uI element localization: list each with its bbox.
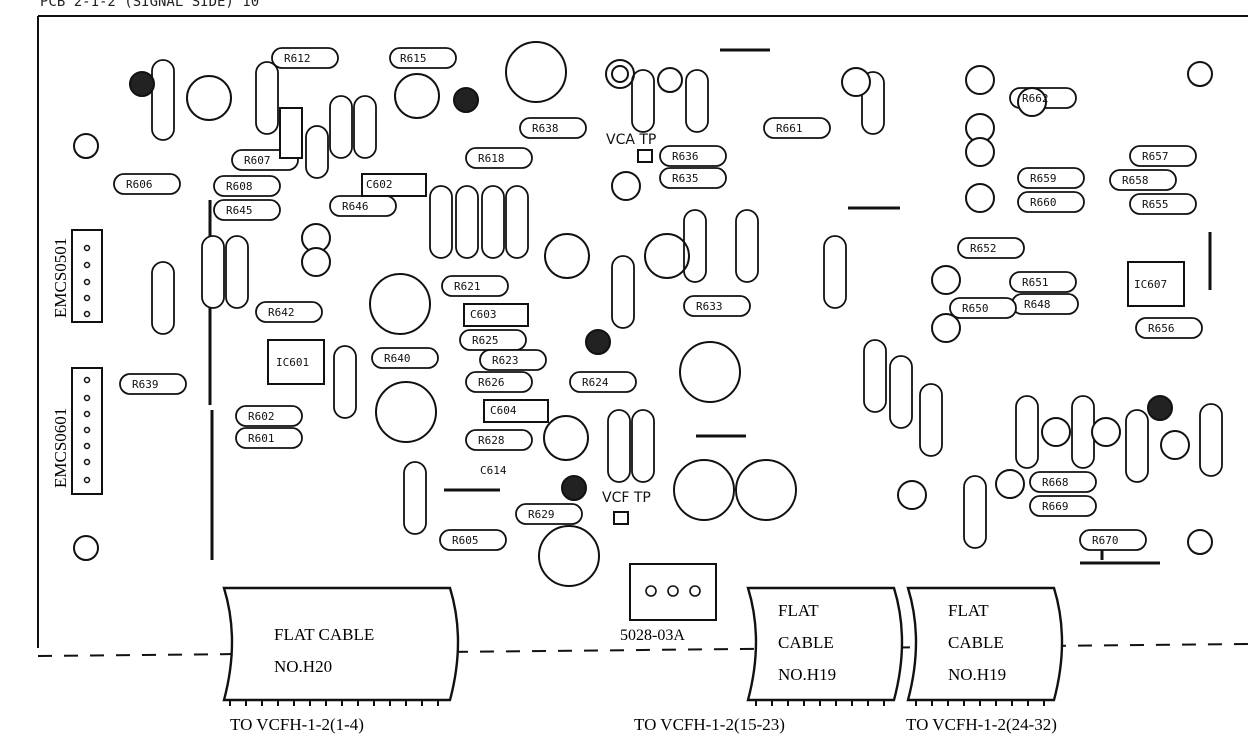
rect-components — [267, 107, 1185, 621]
resistor-bodies — [113, 47, 1223, 551]
label-r602: R602 — [248, 410, 275, 423]
label-r623: R623 — [492, 354, 519, 367]
label-r655: R655 — [1142, 198, 1169, 211]
cable-h19a-line1: FLAT — [778, 601, 819, 620]
cable-h19a-line3: NO.H19 — [778, 665, 836, 684]
label-c614: C614 — [480, 464, 507, 477]
cable-h19a-dest: TO VCFH-1-2(15-23) — [634, 715, 785, 734]
test-points: VCA TP VCF TP — [602, 132, 656, 506]
label-r606: R606 — [126, 178, 153, 191]
transistor-symbols — [129, 65, 1173, 501]
label-r670: R670 — [1092, 534, 1119, 547]
label-r625: R625 — [472, 334, 499, 347]
label-r662: R662 — [1022, 92, 1049, 105]
label-r659: R659 — [1030, 172, 1057, 185]
label-r621: R621 — [454, 280, 481, 293]
board-outline — [37, 15, 1248, 648]
label-r605: R605 — [452, 534, 479, 547]
flat-cable-h20: FLAT CABLE NO.H20 TO VCFH-1-2(1-4) — [222, 586, 460, 734]
test-point-vca: VCA TP — [606, 132, 656, 148]
label-r661: R661 — [776, 122, 803, 135]
round-components — [186, 41, 1190, 587]
cable-h19b-line1: FLAT — [948, 601, 989, 620]
flat-cable-h19-a: FLAT CABLE NO.H19 TO VCFH-1-2(15-23) — [634, 586, 904, 734]
connector-emcs0601: EMCS0601 — [51, 367, 103, 495]
label-r657: R657 — [1142, 150, 1169, 163]
label-r650: R650 — [962, 302, 989, 315]
mounting-holes — [73, 61, 1213, 561]
label-r601: R601 — [248, 432, 275, 445]
label-r658: R658 — [1122, 174, 1149, 187]
label-ic607: IC607 — [1134, 278, 1167, 291]
label-r648: R648 — [1024, 298, 1051, 311]
label-r624: R624 — [582, 376, 609, 389]
label-r669: R669 — [1042, 500, 1069, 513]
flat-cable-h19-b: FLAT CABLE NO.H19 TO VCFH-1-2(24-32) — [906, 586, 1064, 734]
label-r635: R635 — [672, 172, 699, 185]
cable-h19a-line2: CABLE — [778, 633, 834, 652]
label-r652: R652 — [970, 242, 997, 255]
connector-emcs0501: EMCS0501 — [51, 229, 103, 323]
label-r615: R615 — [400, 52, 427, 65]
label-r645: R645 — [226, 204, 253, 217]
label-r608: R608 — [226, 180, 253, 193]
label-r639: R639 — [132, 378, 159, 391]
label-r618: R618 — [478, 152, 505, 165]
label-r612: R612 — [284, 52, 311, 65]
label-c604: C604 — [490, 404, 517, 417]
label-c602: C602 — [366, 178, 393, 191]
connector-label-emcs0601: EMCS0601 — [51, 408, 70, 488]
jumper-label: 5028-03A — [620, 627, 685, 644]
label-r607: R607 — [244, 154, 271, 167]
label-r626: R626 — [478, 376, 505, 389]
label-ic601: IC601 — [276, 356, 309, 369]
board-edge-dashed — [37, 643, 1248, 657]
connector-label-emcs0501: EMCS0501 — [51, 238, 70, 318]
cable-h19b-line3: NO.H19 — [948, 665, 1006, 684]
label-r638: R638 — [532, 122, 559, 135]
label-r646: R646 — [342, 200, 369, 213]
label-r629: R629 — [528, 508, 555, 521]
label-r656: R656 — [1148, 322, 1175, 335]
label-r651: R651 — [1022, 276, 1049, 289]
label-r642: R642 — [268, 306, 295, 319]
cable-h20-dest: TO VCFH-1-2(1-4) — [230, 715, 364, 734]
label-r640: R640 — [384, 352, 411, 365]
component-labels: R612 R615 R606 R607 R608 R645 R646 R638 … — [126, 52, 1175, 547]
cable-h19b-dest: TO VCFH-1-2(24-32) — [906, 715, 1057, 734]
label-r660: R660 — [1030, 196, 1057, 209]
header-text: PCB 2-1-2 (SIGNAL SIDE) 10 — [40, 0, 259, 10]
label-r668: R668 — [1042, 476, 1069, 489]
cable-h19b-line2: CABLE — [948, 633, 1004, 652]
label-c603: C603 — [470, 308, 497, 321]
test-point-vcf: VCF TP — [602, 490, 651, 506]
label-r628: R628 — [478, 434, 505, 447]
label-r633: R633 — [696, 300, 723, 313]
cable-h20-line1: FLAT CABLE — [274, 625, 374, 644]
cable-h20-line2: NO.H20 — [274, 657, 332, 676]
header-5028-03a: 5028-03A — [620, 585, 701, 644]
label-r636: R636 — [672, 150, 699, 163]
